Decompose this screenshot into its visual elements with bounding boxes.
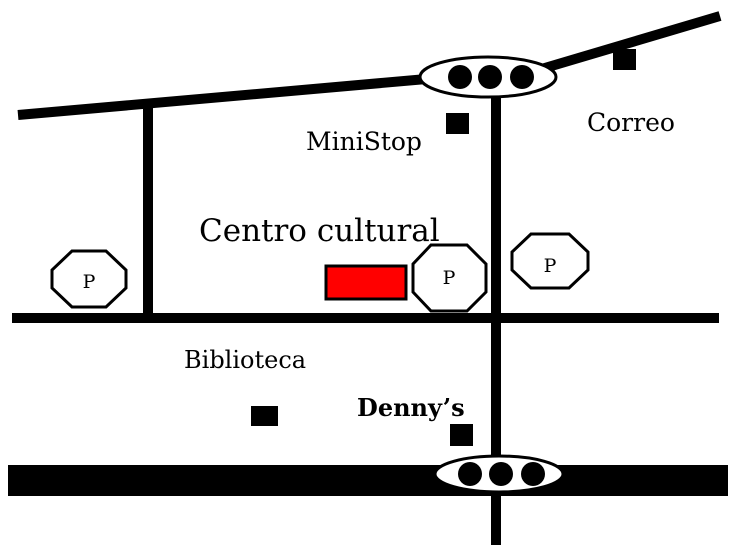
- parking-icon: P: [510, 232, 590, 290]
- road-upper-left: [17, 73, 439, 120]
- roads: [8, 11, 728, 545]
- building-marker-icon: [613, 49, 636, 70]
- parking-icon: P: [411, 243, 488, 313]
- traffic-light-icon: [433, 454, 565, 494]
- label-centro-cultural: Centro cultural: [199, 213, 440, 249]
- building-marker-icon: [251, 406, 278, 426]
- parking-label: P: [544, 255, 557, 277]
- parking-label: P: [83, 271, 96, 293]
- parking-icon: P: [50, 249, 128, 309]
- traffic-light-icon: [418, 55, 558, 99]
- label-ministop: MiniStop: [306, 127, 422, 156]
- label-biblioteca: Biblioteca: [184, 346, 306, 374]
- parking-label: P: [443, 267, 456, 289]
- destination-marker-icon: [324, 264, 408, 301]
- road-main-avenue: [8, 465, 728, 496]
- road-upper-right: [536, 11, 722, 75]
- building-marker-icon: [450, 424, 473, 446]
- building-marker-icon: [446, 113, 469, 134]
- label-correo: Correo: [587, 108, 675, 137]
- label-dennys: Denny’s: [357, 393, 465, 422]
